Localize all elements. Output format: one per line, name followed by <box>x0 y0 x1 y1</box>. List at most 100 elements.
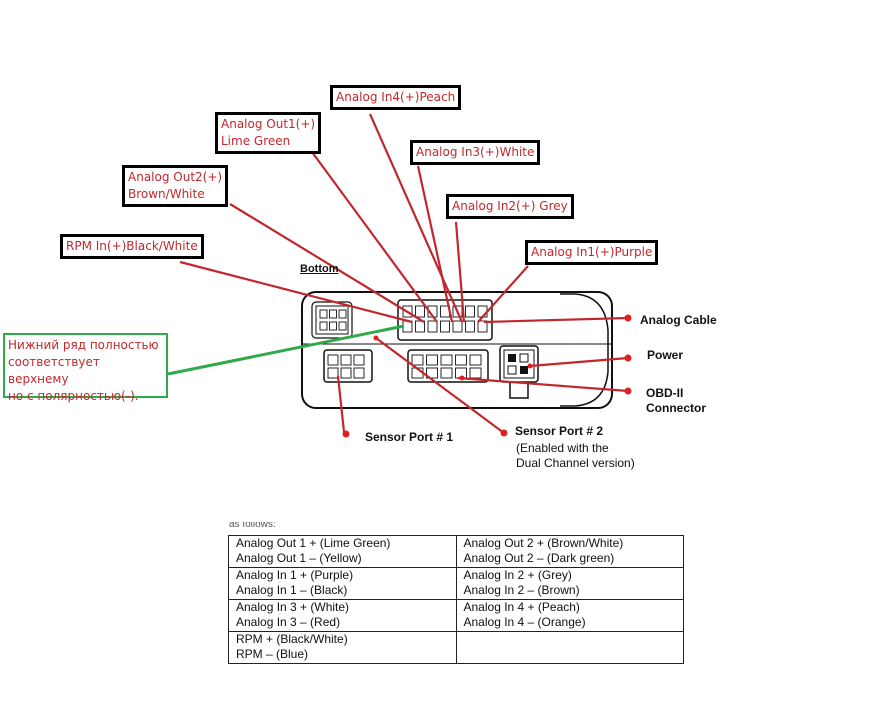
sensor-port-1-label: Sensor Port # 1 <box>365 430 454 444</box>
bottom-label: Bottom <box>300 263 339 275</box>
dot-sensor-2 <box>500 429 508 437</box>
callout-text: Analog In1(+)Purple <box>531 245 653 259</box>
leader-analog-in3 <box>416 165 454 323</box>
upper-port-pin <box>338 309 347 319</box>
dot-power-end <box>527 363 533 369</box>
leader-analog-out2 <box>229 203 425 323</box>
callout-text: Analog In4(+)Peach <box>336 90 456 104</box>
obd-label-line2: Connector <box>646 401 706 415</box>
polarity-note: Нижний ряд полностью соответствует верхн… <box>3 333 168 403</box>
analog-pin <box>465 320 475 333</box>
obd-label-line1: OBD-II <box>646 386 684 400</box>
sensor-2-pin <box>426 354 438 366</box>
table-cell-line: Analog Out 2 + (Brown/White) <box>463 536 624 550</box>
callout-text: Lime Green <box>221 134 291 148</box>
callout-text: Analog In2(+) Grey <box>452 199 568 213</box>
leader-analog-in4 <box>368 113 464 323</box>
analog-pin <box>477 320 488 333</box>
dot-sensor-1 <box>342 430 350 438</box>
upper-port-pin <box>329 309 337 319</box>
table-cell-line: Analog In 3 + (White) <box>236 600 350 614</box>
leader-analog-out1 <box>311 151 438 323</box>
callout-analog-in3: Analog In3(+)White <box>410 140 541 165</box>
sensor-2-pin <box>469 354 482 366</box>
table-row: RPM + (Black/White)RPM – (Blue) <box>228 631 684 664</box>
leader-power <box>529 356 629 368</box>
sensor-2-pin <box>440 367 453 379</box>
sensor-2-pin <box>440 354 453 366</box>
callout-analog-out2: Analog Out2(+) Brown/White <box>122 165 229 207</box>
upper-left-port <box>311 301 353 339</box>
leader-obd <box>457 376 629 393</box>
analog-pin <box>440 320 450 333</box>
sensor-1-pin <box>327 367 339 379</box>
table-cell-line: Analog Out 1 – (Yellow) <box>236 551 362 565</box>
leader-sensor-1 <box>336 375 346 433</box>
note-leader-line <box>167 324 405 376</box>
callout-analog-in1: Analog In1(+)Purple <box>525 240 659 265</box>
dot-power <box>624 354 632 362</box>
table-row: Analog In 3 + (White)Analog In 3 – (Red)… <box>228 599 684 632</box>
table-cell-line: Analog In 1 + (Purple) <box>236 568 354 582</box>
sensor-1-pin <box>340 367 352 379</box>
table-row: Analog Out 1 + (Lime Green)Analog Out 1 … <box>228 535 684 568</box>
callout-analog-out1: Analog Out1(+) Lime Green <box>215 112 322 154</box>
table-cell-line: Analog In 2 + (Grey) <box>463 568 572 582</box>
power-label: Power <box>647 348 684 362</box>
analog-pin <box>465 305 475 318</box>
analog-pin <box>427 320 438 333</box>
upper-left-port-inner <box>315 305 349 335</box>
callout-text: RPM In(+)Black/White <box>66 239 198 253</box>
table-cell-line: Analog Out 2 – (Dark green) <box>463 551 615 565</box>
upper-port-pin <box>319 309 328 319</box>
leader-analog-in1 <box>477 265 529 323</box>
leader-analog-cable <box>483 316 629 324</box>
note-text: Нижний ряд полностью <box>8 338 159 352</box>
upper-port-pin <box>338 321 347 331</box>
sensor-2-pin <box>455 354 467 366</box>
upper-port-pin <box>329 321 337 331</box>
note-text: соответствует верхнему <box>8 355 100 386</box>
leader-dots <box>342 314 632 438</box>
callout-analog-in4: Analog In4(+)Peach <box>330 85 462 110</box>
dot-obd-end <box>459 375 465 381</box>
table-cell-line: Analog Out 1 + (Lime Green) <box>236 536 391 550</box>
power-connector-inner <box>503 349 535 379</box>
sensor-port-2-note-line1: (Enabled with the <box>516 441 609 455</box>
power-pin <box>519 353 529 363</box>
callout-text: Analog Out1(+) <box>221 117 316 131</box>
sensor-1-pin <box>353 367 365 379</box>
callout-text: Brown/White <box>128 187 205 201</box>
table-cell: Analog In 4 + (Peach)Analog In 4 – (Oran… <box>455 599 684 632</box>
table-cell: Analog In 2 + (Grey)Analog In 2 – (Brown… <box>455 567 684 600</box>
sensor-1-pin <box>353 354 365 366</box>
table-cell-line: Analog In 4 – (Orange) <box>463 615 586 629</box>
table-cell-line: Analog In 4 + (Peach) <box>463 600 580 614</box>
callout-leader-lines <box>179 113 629 434</box>
analog-pin <box>415 305 425 318</box>
sensor-port-2-pins <box>411 354 482 379</box>
analog-pin <box>452 320 463 333</box>
callout-analog-in2: Analog In2(+) Grey <box>446 194 574 219</box>
table-cell: Analog Out 1 + (Lime Green)Analog Out 1 … <box>228 535 457 568</box>
sensor-2-pin <box>426 367 438 379</box>
table-cell: Analog Out 2 + (Brown/White)Analog Out 2… <box>455 535 684 568</box>
dot-sensor-2-end <box>373 335 379 341</box>
table-caption-fragment: as follows: <box>229 522 276 530</box>
note-text: но с полярностью(-). <box>8 389 139 403</box>
callout-text: Analog In3(+)White <box>416 145 535 159</box>
power-connector-tab <box>509 382 529 399</box>
table-cell-line: RPM + (Black/White) <box>236 632 348 646</box>
sensor-port-2-note-line2: Dual Channel version) <box>516 456 635 470</box>
dot-analog-cable <box>624 314 632 322</box>
table-cell: Analog In 3 + (White)Analog In 3 – (Red) <box>228 599 457 632</box>
table-cell-line: Analog In 1 – (Black) <box>236 583 348 597</box>
pinout-table: Analog Out 1 + (Lime Green)Analog Out 1 … <box>228 535 684 664</box>
power-pin <box>508 354 516 362</box>
sensor-2-pin <box>469 367 482 379</box>
table-cell <box>455 631 684 664</box>
table-cell-line: Analog In 2 – (Brown) <box>463 583 580 597</box>
sensor-1-pin <box>340 354 352 366</box>
sensor-port-2-label: Sensor Port # 2 <box>515 424 604 438</box>
